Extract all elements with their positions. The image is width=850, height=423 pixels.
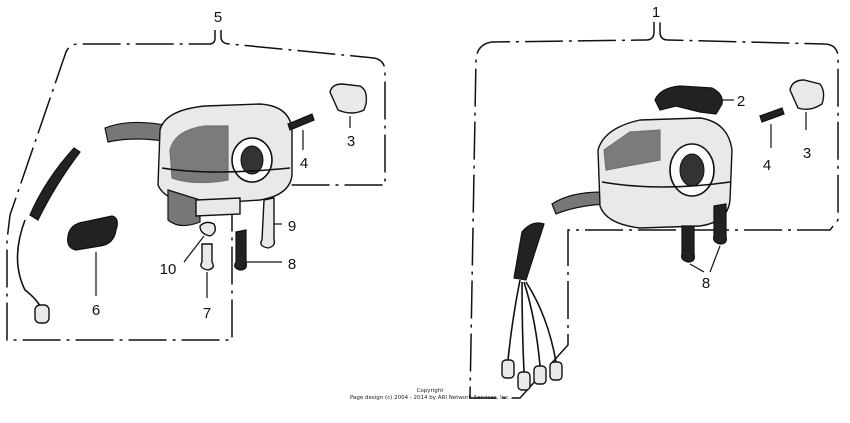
right-wiring-harness bbox=[501, 222, 563, 391]
right-switch-lever bbox=[654, 85, 723, 115]
right-switch-assembly bbox=[469, 22, 839, 399]
right-connector-4 bbox=[549, 361, 563, 381]
callout-2: 2 bbox=[737, 93, 745, 110]
copyright-line-1: Copyright bbox=[416, 388, 444, 394]
right-connector-2 bbox=[517, 371, 531, 391]
left-switch-housing bbox=[104, 103, 293, 227]
right-cap bbox=[789, 79, 825, 111]
right-switch-housing bbox=[551, 117, 733, 229]
right-connector-3 bbox=[533, 365, 547, 385]
callout-3-right: 3 bbox=[803, 145, 811, 162]
left-switch-assembly bbox=[6, 30, 386, 341]
right-assembly-outline bbox=[469, 22, 839, 399]
callout-7: 7 bbox=[203, 305, 211, 322]
right-spring bbox=[759, 107, 785, 123]
callout-10: 10 bbox=[160, 261, 177, 278]
right-screw-8a bbox=[681, 225, 695, 263]
left-washer-10 bbox=[199, 221, 217, 237]
callout-8-right: 8 bbox=[702, 275, 710, 292]
callout-4-left: 4 bbox=[300, 155, 308, 172]
callout-6: 6 bbox=[92, 302, 100, 319]
left-assembly-outline bbox=[6, 30, 386, 341]
left-screw-8 bbox=[234, 229, 247, 271]
left-screw-9 bbox=[260, 197, 276, 249]
right-connector-1 bbox=[501, 359, 515, 379]
copyright-notice: Copyright Page design (c) 2004 - 2014 by… bbox=[330, 388, 530, 402]
left-bolt-7 bbox=[200, 243, 215, 271]
left-switch-knob bbox=[67, 215, 118, 251]
left-cable-connector bbox=[34, 304, 50, 324]
copyright-line-2: Page design (c) 2004 - 2014 by ARI Netwo… bbox=[349, 395, 511, 401]
left-cap bbox=[329, 83, 368, 114]
callout-4-right: 4 bbox=[763, 157, 771, 174]
right-screw-8b bbox=[713, 203, 727, 245]
callout-9: 9 bbox=[288, 218, 296, 235]
callout-5: 5 bbox=[214, 9, 222, 26]
left-spring bbox=[287, 113, 315, 131]
left-cable bbox=[16, 147, 81, 324]
callout-3-left: 3 bbox=[347, 133, 355, 150]
callout-1: 1 bbox=[652, 4, 660, 21]
callout-8-left: 8 bbox=[288, 256, 296, 273]
